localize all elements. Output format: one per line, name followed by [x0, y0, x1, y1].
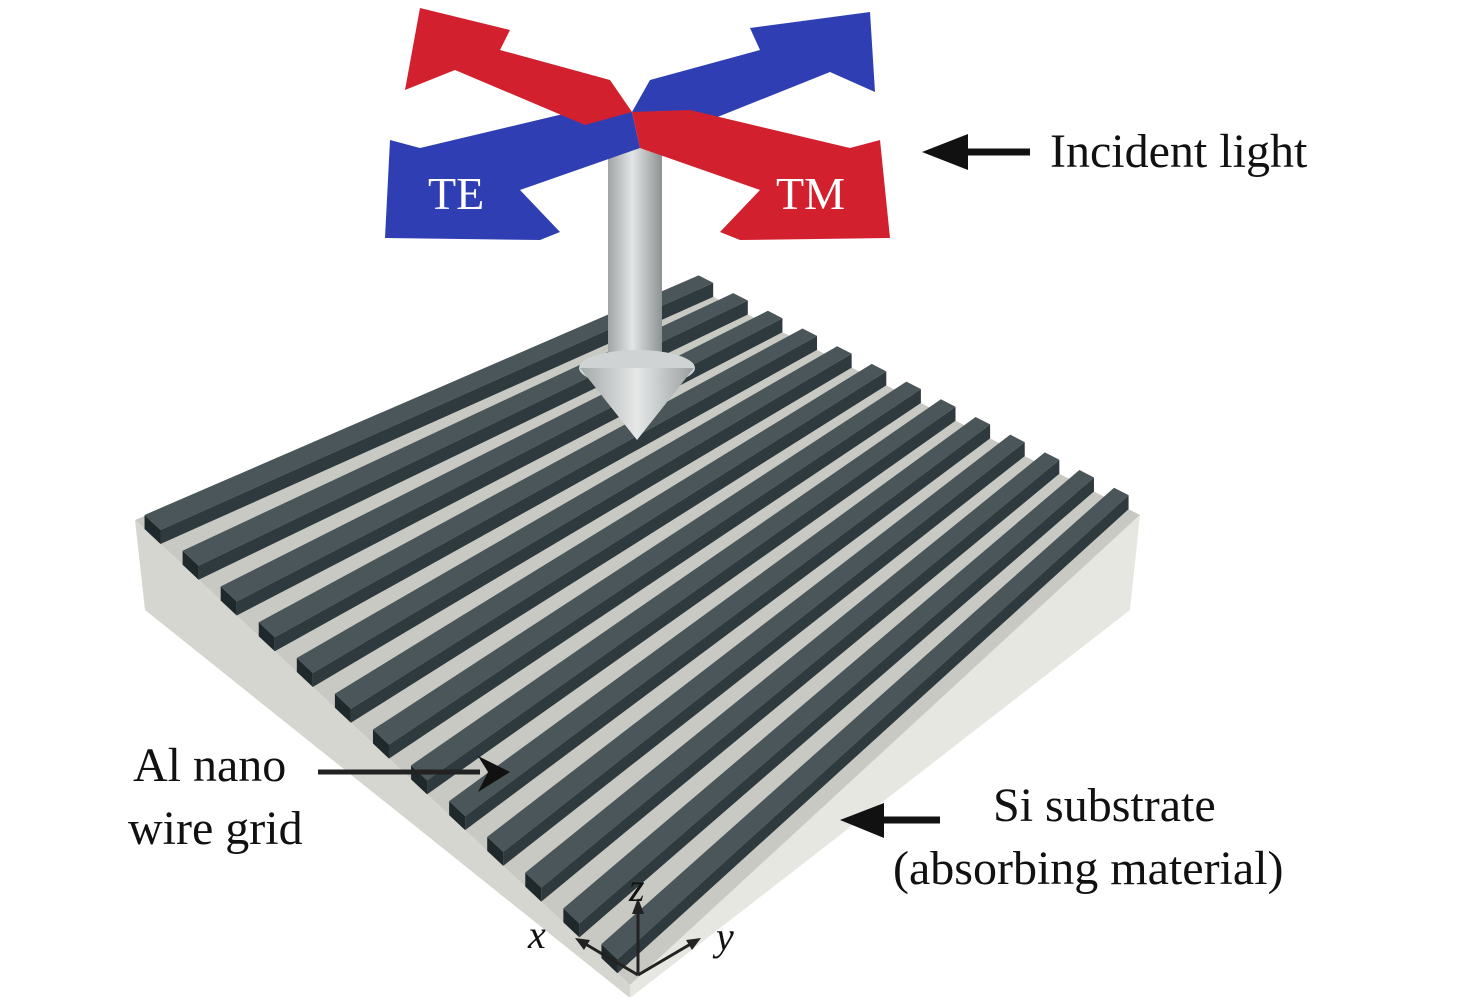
tm-arrow-lower-right [632, 110, 890, 240]
incident-arrow-icon [579, 140, 695, 440]
nano-wire-side [388, 389, 921, 759]
nano-wire-end [372, 729, 389, 759]
nano-wire-top [601, 487, 1129, 960]
polarization-cross-icon [385, 8, 890, 240]
nano-wire-end [563, 908, 580, 938]
nano-wire-side [274, 335, 818, 652]
wire-grid-label-line1: Al nano [133, 739, 287, 792]
incident-arrow-shaft [608, 140, 662, 370]
nano-wire-side [465, 424, 991, 831]
z-axis-head [632, 898, 644, 914]
y-axis [637, 940, 695, 977]
nano-wire-side [617, 495, 1129, 974]
nano-wire-top [563, 470, 1094, 924]
x-axis-head [575, 938, 590, 950]
te-label: TE [428, 168, 485, 219]
nano-wire-end [182, 550, 199, 580]
y-axis-head [686, 938, 701, 950]
axis-label-z: z [629, 865, 645, 910]
incident-arrow-cone [580, 368, 694, 440]
coordinate-axes [575, 898, 701, 977]
nano-wire-side [427, 406, 956, 795]
x-axis [581, 940, 639, 977]
pointer-arrow-incident [922, 134, 1030, 170]
te-arrow-upper-right [632, 12, 875, 128]
nano-wire-top [449, 416, 991, 817]
te-arrow-lower-left [385, 110, 640, 240]
nano-wire-side [160, 282, 714, 544]
nano-wire-end [449, 801, 466, 831]
al-nano-wire-grid [144, 275, 1129, 974]
nano-wire-top [334, 363, 887, 709]
nano-wire-top [258, 328, 818, 638]
nano-wire-end [334, 693, 351, 723]
tm-label: TM [776, 168, 845, 219]
nano-wire-end [144, 514, 161, 544]
pointer-arrow-substrate [840, 803, 940, 838]
wire-grid-label-line2: wire grid [128, 802, 303, 855]
nano-wire-top [525, 452, 1060, 888]
nano-wire-end [525, 872, 542, 902]
substrate-label-line1: Si substrate [993, 779, 1216, 832]
substrate-left-face [135, 520, 630, 998]
nano-wire-top [372, 381, 921, 745]
nano-wire-end [296, 658, 313, 688]
nano-wire-end [258, 622, 275, 652]
incident-light-label: Incident light [1050, 125, 1308, 178]
pointer-arrow-wire-grid [318, 756, 510, 792]
nano-wire-top [487, 434, 1025, 852]
nano-wire-side [312, 353, 852, 688]
nano-wire-end [487, 836, 504, 866]
substrate-right-face [630, 515, 1140, 998]
nano-wire-top [144, 275, 714, 530]
nano-wire-side [350, 371, 887, 723]
nano-wire-side [541, 459, 1060, 902]
nano-wire-end [220, 586, 237, 616]
nano-wire-top [296, 346, 852, 674]
nano-wire-top [411, 399, 956, 781]
substrate-label-line2: (absorbing material) [893, 842, 1284, 895]
tm-arrow-upper-left [405, 8, 632, 125]
axis-label-x: x [528, 912, 546, 957]
nano-wire-side [579, 477, 1094, 938]
axis-label-y: y [716, 914, 734, 959]
nano-wire-side [503, 442, 1025, 866]
